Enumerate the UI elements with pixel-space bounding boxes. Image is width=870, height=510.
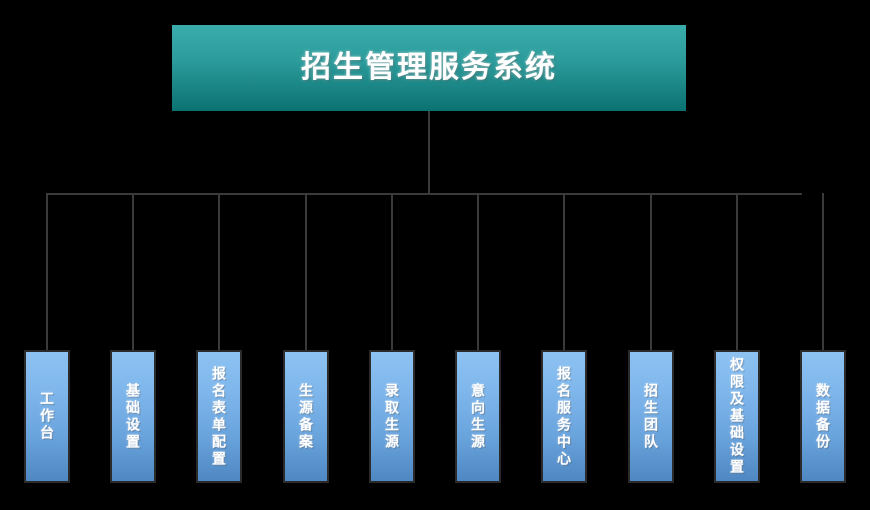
connector-stub-5 [391, 193, 393, 350]
leaf-node-label: 报名表单配置 [211, 365, 227, 468]
connector-stub-2 [132, 193, 134, 350]
leaf-node-4[interactable]: 生源备案 [283, 350, 329, 483]
leaf-node-1[interactable]: 工作台 [24, 350, 70, 483]
leaf-node-label: 意向生源 [470, 382, 486, 451]
leaf-node-6[interactable]: 意向生源 [455, 350, 501, 483]
connector-root-drop [428, 111, 430, 195]
leaf-node-2[interactable]: 基础设置 [110, 350, 156, 483]
leaf-node-10[interactable]: 数据备份 [800, 350, 846, 483]
leaf-node-7[interactable]: 报名服务中心 [541, 350, 587, 483]
connector-stub-1 [46, 193, 48, 350]
leaf-node-label: 基础设置 [125, 382, 141, 451]
connector-stub-7 [563, 193, 565, 350]
root-node-enrollment-management-service-system[interactable]: 招生管理服务系统 [172, 25, 686, 111]
root-node-label: 招生管理服务系统 [301, 51, 557, 84]
leaf-node-label: 工作台 [39, 391, 55, 442]
connector-stub-3 [218, 193, 220, 350]
leaf-node-5[interactable]: 录取生源 [369, 350, 415, 483]
connector-stub-10 [822, 193, 824, 350]
leaf-node-3[interactable]: 报名表单配置 [196, 350, 242, 483]
leaf-node-label: 录取生源 [384, 382, 400, 451]
leaf-node-label: 生源备案 [298, 382, 314, 451]
connector-horizontal-bus [46, 193, 802, 195]
leaf-node-9[interactable]: 权限及基础设置 [714, 350, 760, 483]
leaf-node-8[interactable]: 招生团队 [628, 350, 674, 483]
connector-stub-4 [305, 193, 307, 350]
leaf-node-label: 权限及基础设置 [729, 357, 745, 476]
connector-stub-9 [736, 193, 738, 350]
connector-stub-6 [477, 193, 479, 350]
leaf-node-label: 数据备份 [815, 382, 831, 451]
leaf-node-label: 招生团队 [643, 382, 659, 451]
leaf-node-label: 报名服务中心 [556, 365, 572, 468]
connector-stub-8 [650, 193, 652, 350]
